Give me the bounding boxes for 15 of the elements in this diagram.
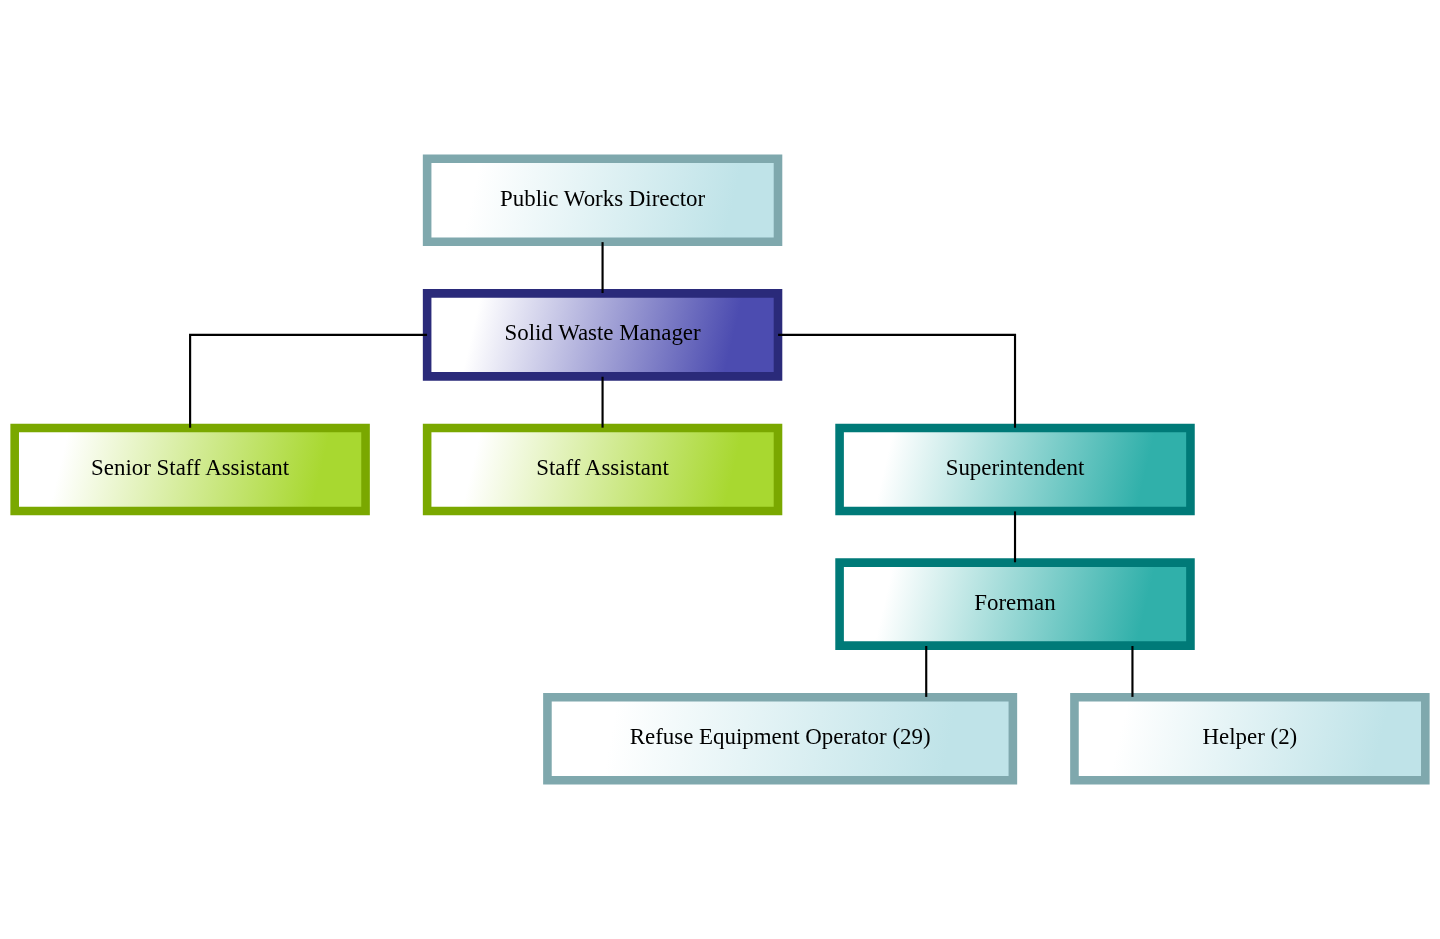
node-box: Superintendent [835, 423, 1195, 516]
node-box: Solid Waste Manager [422, 289, 783, 381]
connector [1013, 511, 1017, 563]
node-box: Helper (2) [1070, 692, 1430, 785]
node-box: Public Works Director [422, 154, 783, 247]
connector [189, 333, 428, 428]
node-box: Foreman [835, 558, 1195, 650]
connector [778, 333, 1017, 428]
connector [601, 376, 604, 428]
node-box: Senior Staff Assistant [10, 423, 370, 516]
node-box: Refuse Equipment Operator (29) [543, 692, 1018, 785]
connector [925, 646, 928, 697]
connector [1131, 646, 1134, 697]
node-box: Staff Assistant [422, 423, 783, 516]
connector [601, 242, 604, 294]
